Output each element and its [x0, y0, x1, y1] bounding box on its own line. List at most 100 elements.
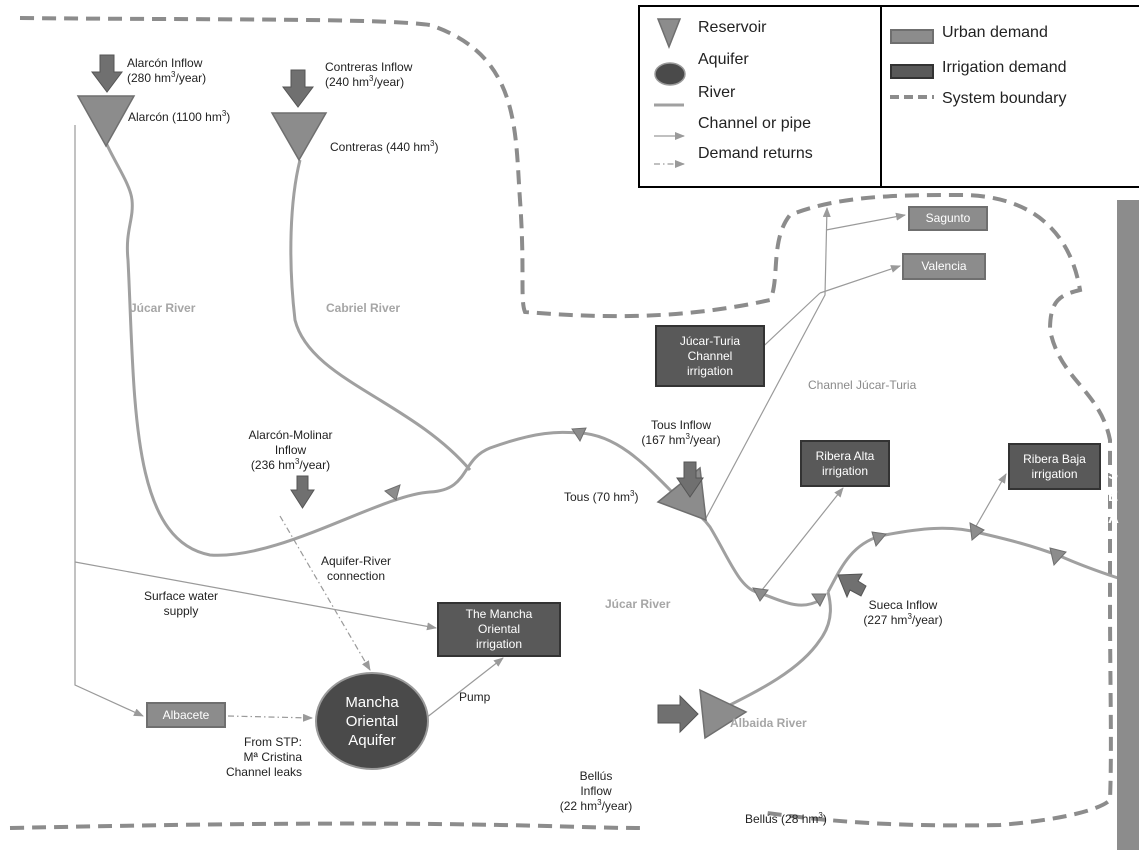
legend-returns-label: Demand returns — [698, 145, 813, 162]
sea-letter-e: E — [1108, 488, 1119, 505]
tous-reservoir-icon — [656, 466, 707, 522]
mancha-irr-line3: irrigation — [475, 637, 523, 651]
river-arrowheads — [384, 427, 1067, 607]
demand-returns — [227, 515, 371, 722]
surface-water-supply-label: Surface water supply — [143, 589, 219, 618]
contreras-reservoir-icon — [270, 112, 328, 162]
legend-irrigation-label: Irrigation demand — [942, 59, 1067, 76]
legend-reservoir-label: Reservoir — [698, 19, 767, 36]
legend-channel-label: Channel or pipe — [698, 115, 811, 132]
legend-river-label: River — [698, 84, 736, 101]
sueca-inflow-arrow — [837, 573, 867, 599]
aquifer-line1: Mancha — [345, 693, 399, 711]
reservoirs — [76, 95, 748, 740]
ribera-alta-line2: irrigation — [821, 463, 869, 478]
albacete-to-aquifer — [227, 713, 313, 722]
legend-boundary-label: System boundary — [942, 90, 1067, 107]
mancha-oriental-aquifer: Mancha Oriental Aquifer — [315, 672, 429, 770]
valencia-label: Valencia — [921, 259, 967, 273]
legend-reservoir-icon — [656, 18, 682, 50]
legend: Reservoir Aquifer River Channel or pipe … — [638, 5, 1139, 188]
contreras-reservoir-label: Contreras (440 hm3) — [330, 139, 439, 155]
legend-irrigation-swatch — [890, 64, 934, 79]
contreras-inflow-label: Contreras Inflow (240 hm3/year) — [325, 60, 413, 89]
aquifer-line2: Oriental — [345, 712, 399, 730]
bellus-inflow-label: Bellús Inflow (22 hm3/year) — [559, 769, 633, 813]
tous-reservoir-label: Tous (70 hm3) — [564, 489, 639, 505]
legend-boundary-swatch — [890, 95, 934, 99]
cabriel-river-path — [289, 159, 472, 471]
jucar-river-upper-path — [98, 124, 821, 607]
jucar-river-lower-label: Júcar River — [605, 597, 671, 611]
river-arrow-5 — [871, 531, 887, 548]
albacete-box: Albacete — [146, 702, 226, 728]
legend-aquifer-label: Aquifer — [698, 51, 749, 68]
jucar-turia-irr-line3: irrigation — [686, 363, 734, 378]
alarcon-molinar-inflow-arrow — [290, 475, 315, 509]
pump-line — [425, 657, 504, 719]
sea-strip: S E A — [1108, 200, 1139, 850]
bellus-inflow-arrow — [657, 694, 699, 734]
sea-letter-s: S — [1108, 466, 1119, 483]
aquifer-line3: Aquifer — [348, 731, 396, 749]
mancha-irr-line1: The Mancha — [465, 607, 533, 621]
valencia-box: Valencia — [902, 253, 986, 280]
ribera-baja-line1: Ribera Baja — [1023, 451, 1086, 466]
sagunto-label: Sagunto — [925, 211, 971, 225]
river-arrow-7 — [1049, 547, 1067, 567]
cabriel-river-label: Cabriel River — [326, 301, 401, 315]
alarcon-molinar-inflow-label: Alarcón-Molinar Inflow (236 hm3/year) — [248, 428, 333, 472]
legend-urban-swatch — [890, 29, 934, 44]
jucar-river-upper-label: Júcar River — [130, 301, 196, 315]
river-arrow-4 — [811, 593, 827, 607]
to-sagunto — [825, 212, 906, 231]
alarcon-inflow-arrow — [91, 54, 123, 93]
mancha-oriental-irrigation-box: The Mancha Oriental irrigation — [437, 602, 561, 657]
mancha-irr-line2: Oriental — [477, 622, 521, 636]
sueca-inflow-label: Sueca Inflow (227 hm3/year) — [863, 598, 943, 627]
albaida-river-path — [719, 591, 832, 712]
aquifer-river-connection — [279, 515, 371, 671]
bellus-reservoir-label: Bellús (28 hm3) — [745, 811, 827, 827]
jucar-turia-irr-line1: Júcar-Turia — [679, 333, 741, 348]
albaida-river-label: Albaida River — [730, 716, 807, 730]
sea-letter-a: A — [1108, 510, 1119, 527]
channel-jucar-turia-line — [704, 207, 831, 521]
channels — [74, 125, 1007, 719]
legend-aquifer-icon — [654, 62, 686, 86]
channel-jucar-turia-label: Channel Júcar-Turia — [808, 378, 917, 392]
aquifer-river-connection-label: Aquifer-River connection — [320, 554, 392, 583]
to-ribera-alta — [761, 487, 844, 591]
legend-urban-label: Urban demand — [942, 24, 1048, 41]
to-valencia — [819, 265, 901, 294]
tous-inflow-arrow — [676, 461, 704, 498]
alarcon-reservoir-icon — [76, 95, 136, 148]
to-ribera-baja — [974, 473, 1007, 529]
ribera-alta-irrigation-box: Ribera Alta irrigation — [800, 440, 890, 487]
river-arrow-3 — [752, 587, 769, 602]
alarcon-reservoir-label: Alarcón (1100 hm3) — [128, 109, 231, 125]
pump-label: Pump — [459, 690, 491, 704]
river-arrow-1 — [384, 484, 401, 501]
surface-water-to-mancha — [74, 561, 437, 631]
system-boundary — [9, 16, 1113, 830]
from-stp-label: From STP: Mª Cristina Channel leaks — [225, 735, 302, 779]
ribera-alta-line1: Ribera Alta — [815, 448, 875, 463]
contreras-inflow-arrow — [282, 69, 314, 108]
legend-divider — [880, 7, 882, 186]
alarcon-inflow-label: Alarcón Inflow (280 hm3/year) — [127, 56, 207, 85]
tous-inflow-label: Tous Inflow (167 hm3/year) — [641, 418, 721, 447]
surface-water-supply-trunk — [74, 125, 144, 717]
inflow-arrows — [91, 54, 867, 734]
sagunto-box: Sagunto — [908, 206, 988, 231]
legend-symbols — [654, 18, 686, 168]
ribera-baja-irrigation-box: Ribera Baja irrigation — [1008, 443, 1101, 490]
jucar-turia-irr-line2: Channel — [687, 348, 733, 363]
river-arrow-2 — [571, 427, 587, 443]
ribera-baja-line2: irrigation — [1031, 466, 1078, 481]
river-arrow-6 — [969, 522, 985, 541]
jucar-turia-irrigation-box: Júcar-Turia Channel irrigation — [655, 325, 765, 387]
bellus-reservoir-icon — [699, 688, 748, 740]
albacete-label: Albacete — [162, 707, 210, 722]
